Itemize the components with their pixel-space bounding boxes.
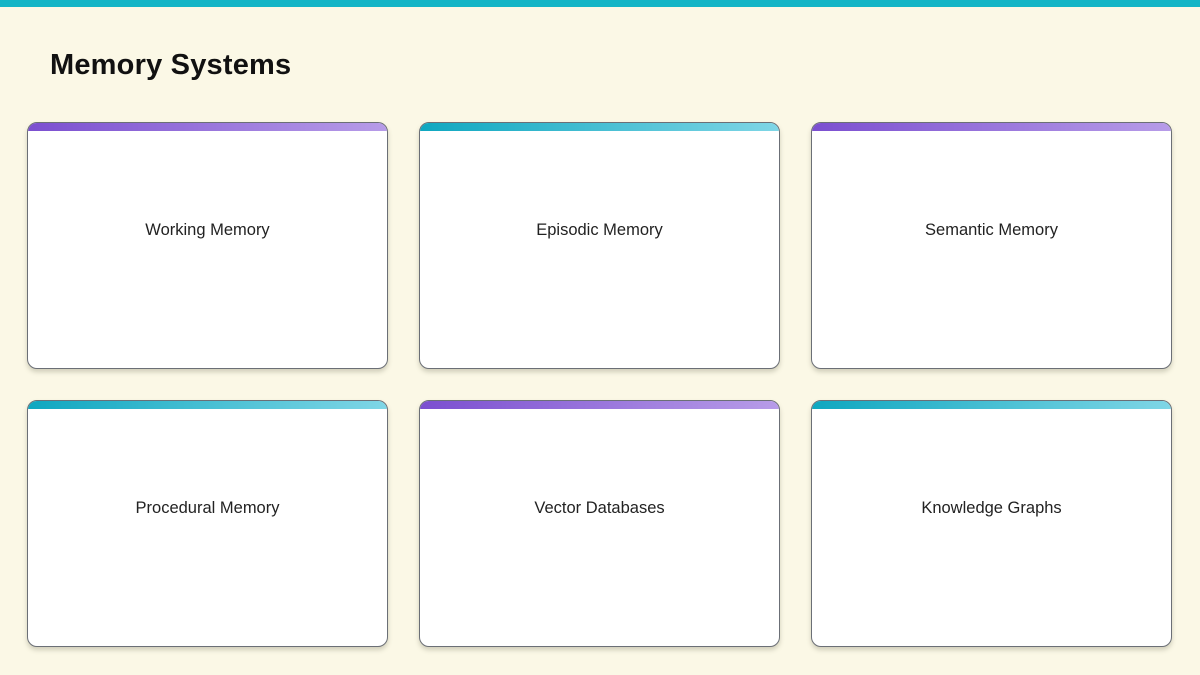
card-accent-bar bbox=[812, 123, 1171, 131]
card-label: Semantic Memory bbox=[925, 221, 1058, 239]
card-label: Episodic Memory bbox=[536, 221, 663, 239]
top-accent-bar bbox=[0, 0, 1200, 7]
card-accent-bar bbox=[28, 123, 387, 131]
card-label: Vector Databases bbox=[534, 499, 665, 517]
card-working-memory: Working Memory bbox=[27, 122, 388, 369]
card-label: Working Memory bbox=[145, 221, 270, 239]
card-accent-bar bbox=[28, 401, 387, 409]
card-grid: Working Memory Episodic Memory Semantic … bbox=[27, 122, 1173, 647]
card-procedural-memory: Procedural Memory bbox=[27, 400, 388, 647]
card-label: Knowledge Graphs bbox=[921, 499, 1062, 517]
card-vector-databases: Vector Databases bbox=[419, 400, 780, 647]
card-accent-bar bbox=[420, 123, 779, 131]
card-accent-bar bbox=[420, 401, 779, 409]
card-episodic-memory: Episodic Memory bbox=[419, 122, 780, 369]
card-accent-bar bbox=[812, 401, 1171, 409]
card-semantic-memory: Semantic Memory bbox=[811, 122, 1172, 369]
card-label: Procedural Memory bbox=[135, 499, 280, 517]
card-knowledge-graphs: Knowledge Graphs bbox=[811, 400, 1172, 647]
page-title: Memory Systems bbox=[50, 49, 292, 82]
